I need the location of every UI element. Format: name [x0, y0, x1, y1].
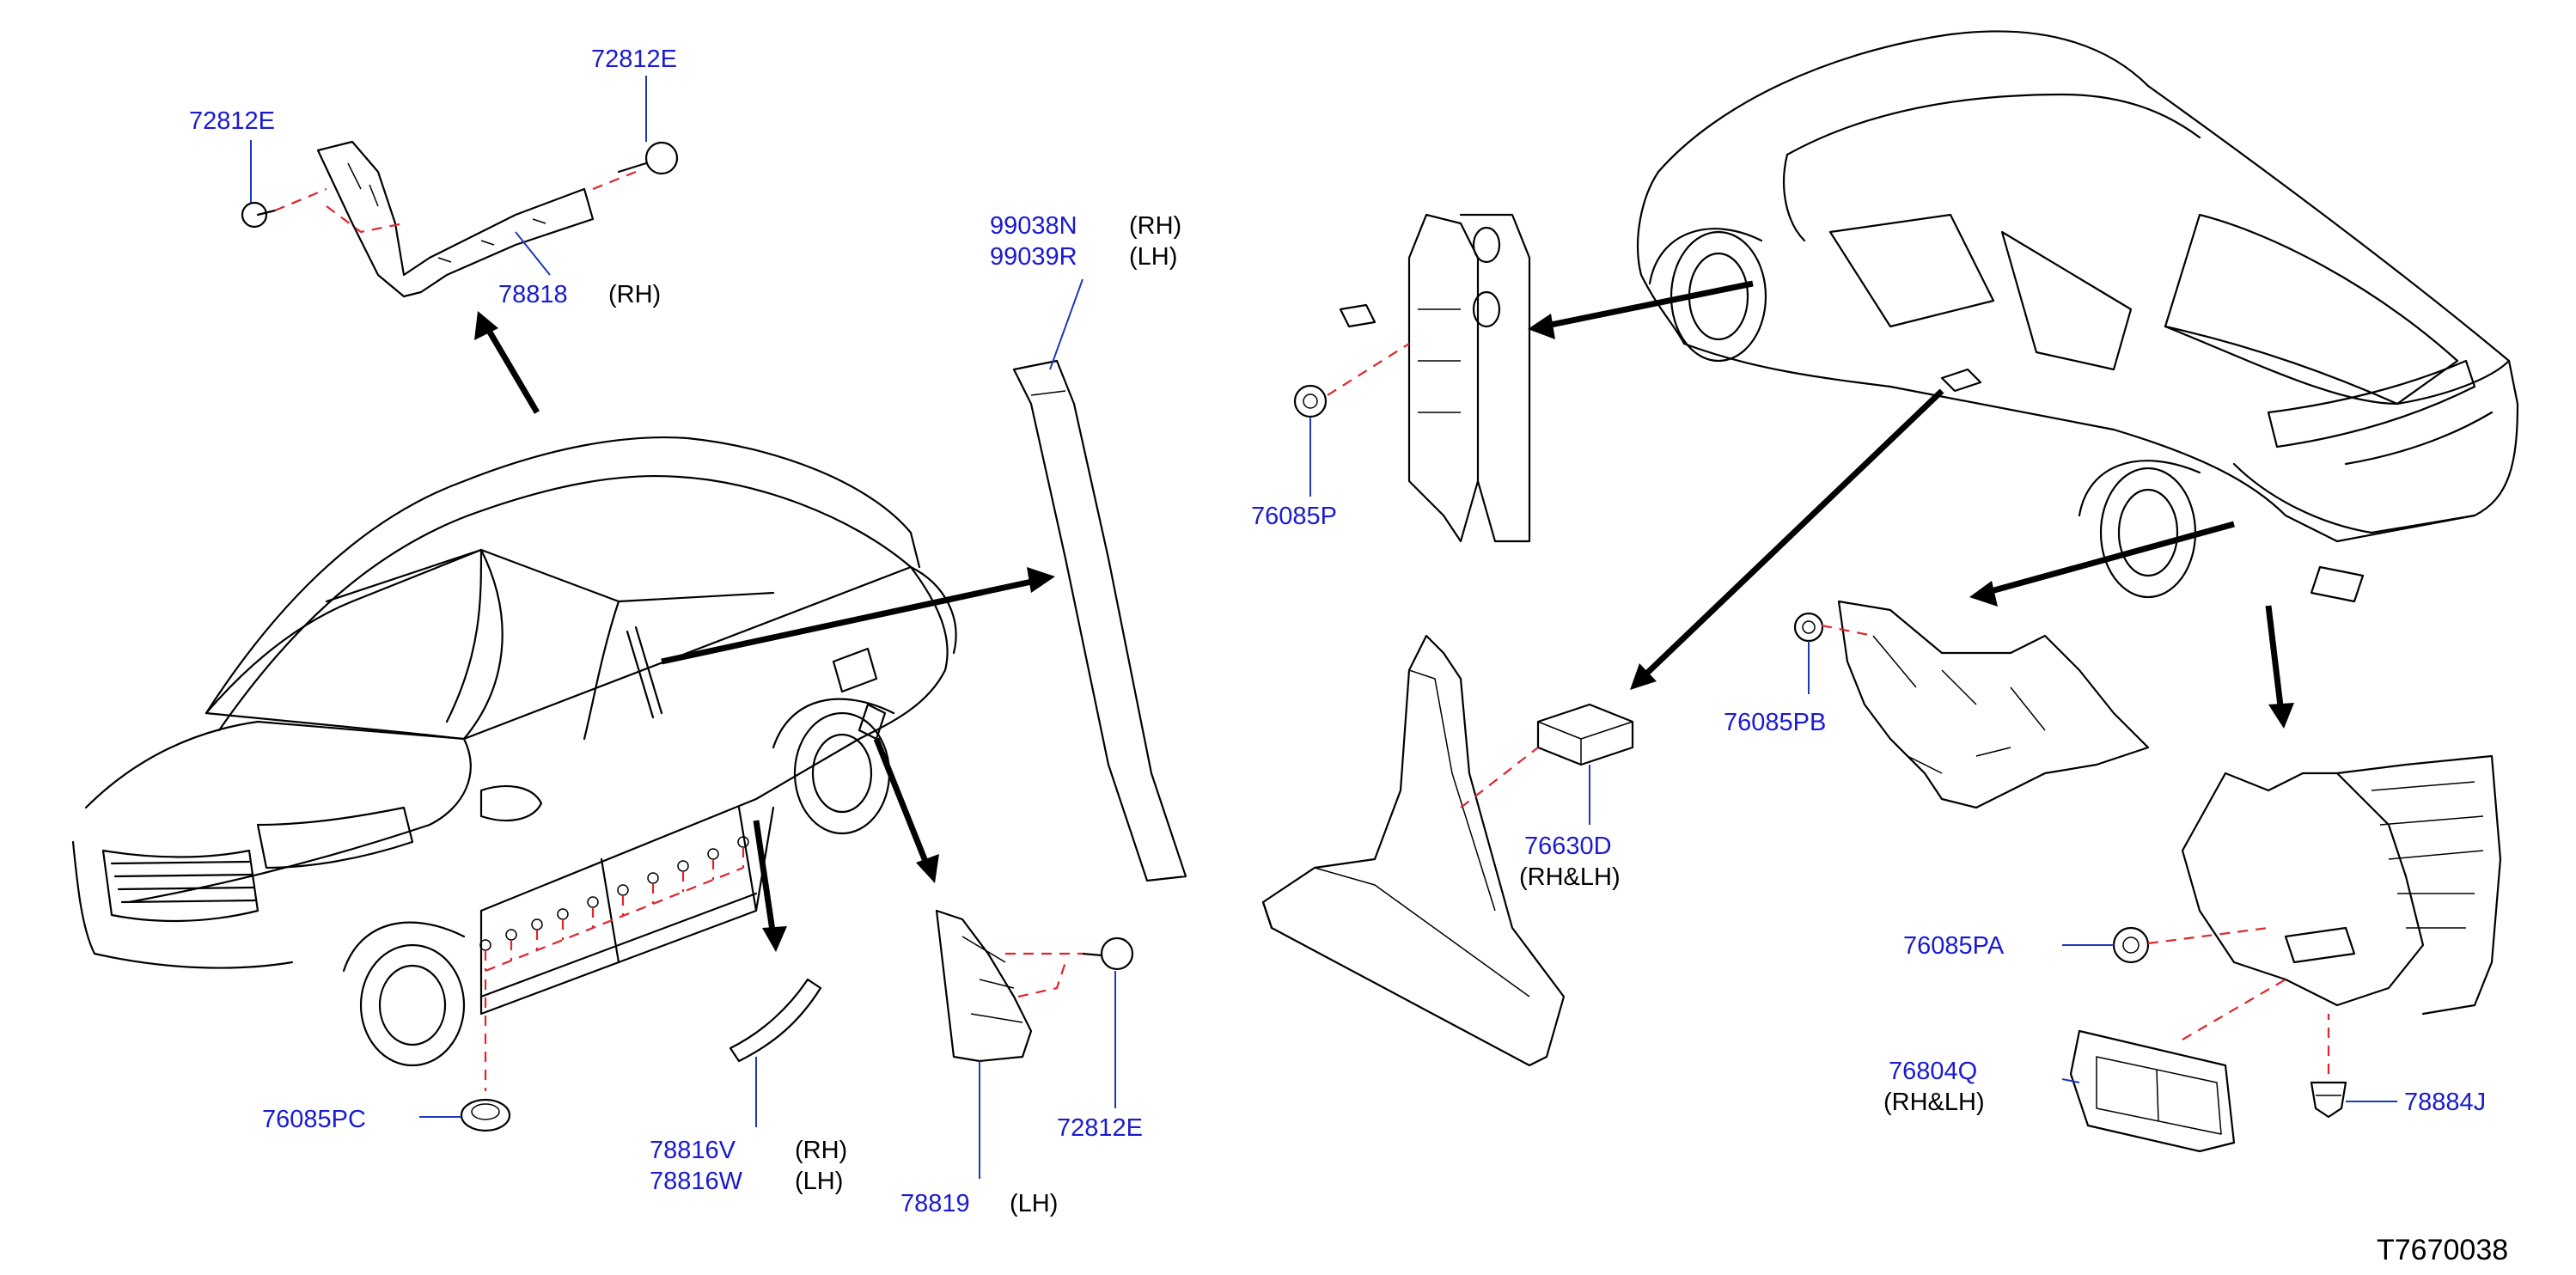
part-labels: 72812E 72812E 78818 (RH) 99038N (RH) 990…: [189, 46, 2508, 1266]
label-side: (LH): [1129, 243, 1177, 271]
label-part: 78816W: [650, 1168, 743, 1195]
label-side: (RH): [1129, 212, 1181, 240]
leader-lines: [250, 76, 2397, 1179]
label-part: 72812E: [189, 107, 275, 135]
label-part: 76085P: [1251, 503, 1337, 530]
label-part: 76085PA: [1903, 932, 2005, 960]
label-part: 76085PB: [1724, 709, 1826, 736]
label-part: 76804Q: [1889, 1058, 1977, 1085]
label-side: (RH&LH): [1883, 1089, 1985, 1116]
label-part: 78819: [900, 1190, 970, 1217]
rear-panel-76085PB-illustration: [1793, 600, 2150, 809]
label-part: 76085PC: [262, 1106, 366, 1133]
callout-arrows: [474, 280, 2294, 952]
label-part: 72812E: [591, 46, 677, 73]
rear-quarter-vent-illustration: [2069, 754, 2502, 1153]
bracket-78818-illustration: [241, 140, 679, 298]
label-part: 72812E: [1057, 1114, 1143, 1142]
label-part: 99039R: [990, 243, 1077, 271]
fender-protector-illustration: [935, 909, 1134, 1063]
left-car-illustration: [71, 436, 957, 1091]
label-side: (RH&LH): [1519, 863, 1621, 891]
body-panel-76085P-illustration: [1293, 213, 1531, 543]
pillar-finisher-illustration: [1012, 359, 1187, 882]
label-side: (LH): [795, 1168, 843, 1195]
label-part: 78816V: [650, 1137, 736, 1164]
center-pillar-76630D-illustration: [1261, 634, 1634, 1067]
label-part: 78818: [498, 281, 568, 308]
diagram-code: T7670038: [2377, 1234, 2508, 1266]
label-side: (RH): [608, 281, 661, 308]
label-side: (LH): [1010, 1190, 1058, 1217]
label-part: 76630D: [1524, 833, 1612, 860]
right-car-illustration: [1636, 30, 2519, 603]
label-part: 78884J: [2404, 1089, 2486, 1116]
mud-guard-strip-illustration: [729, 978, 822, 1063]
label-part: 99038N: [990, 212, 1077, 240]
grommet-76085PC-illustration: [460, 1098, 511, 1132]
label-side: (RH): [795, 1137, 847, 1164]
